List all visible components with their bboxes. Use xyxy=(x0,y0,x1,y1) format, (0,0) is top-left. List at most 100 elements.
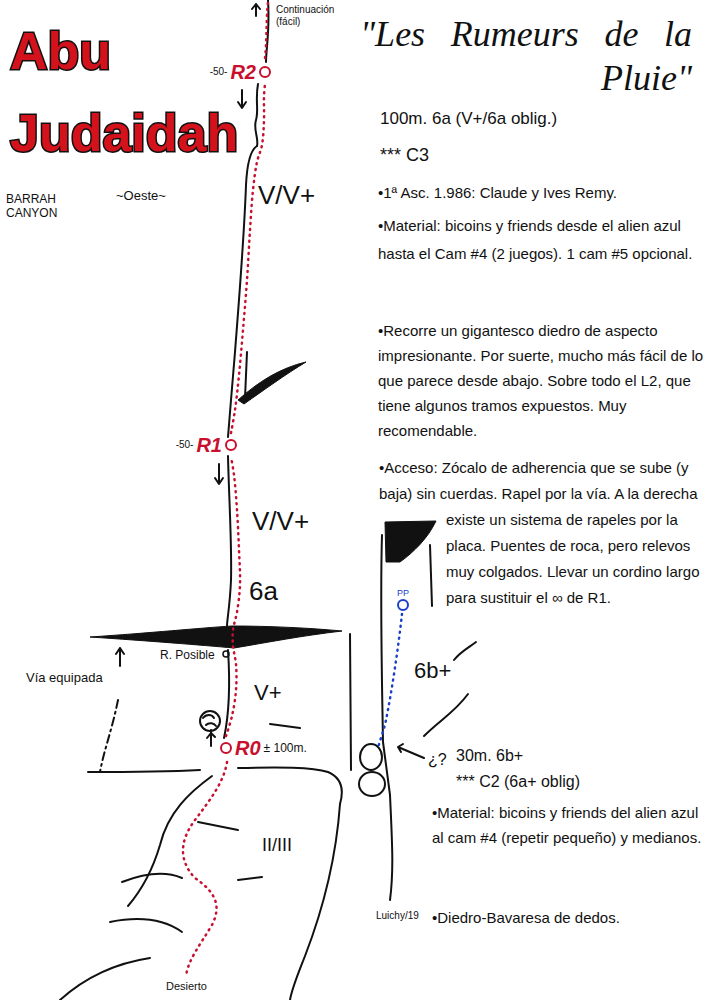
equipped-route-line xyxy=(100,700,118,772)
wall-line xyxy=(266,0,269,62)
belay-station: R0± 100m. xyxy=(220,736,307,760)
label-box: •Acceso: Zócalo de adherencia que se sub… xyxy=(378,455,710,727)
pitch-grade: V/V+ xyxy=(258,180,315,210)
belay-name: R0 xyxy=(235,736,261,760)
sector-title: Abu Judaidah xyxy=(10,10,260,174)
route-rating: *** C2 (6a+ oblig) xyxy=(456,772,580,792)
approach-grade: II/III xyxy=(262,834,292,856)
crack-line xyxy=(245,352,247,398)
tree-canopy xyxy=(200,711,220,731)
route-continuation xyxy=(265,2,268,58)
label-box: Luichy/19 xyxy=(376,910,419,922)
belay-name: R2 xyxy=(230,60,256,84)
pitch-grade: 6a xyxy=(249,576,278,606)
boulder xyxy=(360,744,382,770)
roof-flake xyxy=(238,362,306,404)
wall-line xyxy=(350,634,351,770)
pitch-grade: V+ xyxy=(254,680,282,706)
wall-line xyxy=(227,456,231,626)
signature: Luichy/19 xyxy=(376,910,419,922)
belay-name: PP xyxy=(397,588,409,598)
possible-belay xyxy=(223,651,229,657)
pointer-arrow xyxy=(398,744,424,758)
note: •Acceso: Zócalo de adherencia que se sub… xyxy=(378,455,710,611)
label-box: ~Oeste~ xyxy=(116,188,166,203)
note: •Recorre un gigantesco diedro de aspecto… xyxy=(378,318,708,443)
up-arrow xyxy=(116,648,124,666)
label-box: R. Posible xyxy=(160,648,215,662)
tree-trunk xyxy=(207,730,215,746)
note: •1ª Asc. 1.986: Claude y Ives Remy. xyxy=(378,180,708,206)
label-box: BARRAH CANYON xyxy=(6,192,90,220)
route-line xyxy=(226,457,240,736)
label-box: Vía equipada xyxy=(26,670,103,685)
down-arrow xyxy=(215,464,223,484)
belay-ring xyxy=(225,439,237,451)
right-route-line xyxy=(378,614,402,748)
route-wall-line xyxy=(381,535,392,900)
note: •Material: bicoins y friends desde el al… xyxy=(378,212,708,268)
tree-canopy xyxy=(203,715,216,726)
wrap-spacer xyxy=(378,507,446,727)
label-box: •1ª Asc. 1.986: Claude y Ives Remy. xyxy=(378,180,708,206)
wall-line xyxy=(255,84,258,146)
belay-station: -50-R2 xyxy=(210,60,271,84)
label-box: *** C2 (6a+ oblig) xyxy=(456,772,580,792)
pitch-grade: V/V+ xyxy=(252,506,309,536)
continuation-note: Continuación (fácil) xyxy=(276,4,358,28)
belay-name: R1 xyxy=(196,433,222,457)
label-box: •Material: bicoins y friends desde el al… xyxy=(378,212,708,268)
label-box: V+ xyxy=(254,680,282,706)
rock-mark xyxy=(270,724,300,728)
slab-line xyxy=(128,776,212,906)
label-box: •Recorre un gigantesco diedro de aspecto… xyxy=(378,318,708,443)
note: •Diedro-Bavaresa de dedos. xyxy=(432,905,707,931)
label-box: •Diedro-Bavaresa de dedos. xyxy=(432,905,707,931)
route-grade: 100m. 6a (V+/6a oblig.) xyxy=(380,108,557,129)
slab-line xyxy=(122,874,182,882)
route-name: "Les Rumeurs de la Pluie" xyxy=(360,12,692,100)
slab-line xyxy=(238,877,262,880)
boulder xyxy=(359,772,385,796)
label-box: ¿? xyxy=(428,750,447,770)
up-arrow xyxy=(252,4,260,16)
down-arrow xyxy=(238,90,246,108)
canyon-name: BARRAH CANYON xyxy=(6,192,90,220)
route-rating: *** C3 xyxy=(380,144,429,166)
label-box: 100m. 6a (V+/6a oblig.) xyxy=(380,108,557,129)
slab-line xyxy=(110,919,182,932)
label-box: II/III xyxy=(262,834,292,856)
label-box: 6b+ xyxy=(414,658,451,684)
slab-line xyxy=(60,958,150,1000)
label-box: 6a xyxy=(249,576,278,606)
wrap-spacer xyxy=(378,455,379,507)
ground-label: Desierto xyxy=(166,980,207,993)
note: •Material: bicoins y friends del alien a… xyxy=(432,800,707,850)
belay-station: PP xyxy=(397,588,409,611)
height-note: ± 100m. xyxy=(264,741,307,755)
route-name: ¿? xyxy=(428,750,447,770)
label-box: Continuación (fácil) xyxy=(276,4,358,28)
belay-ring xyxy=(220,742,232,754)
ledge-line xyxy=(238,767,342,804)
crack-line xyxy=(430,545,432,606)
label-box: "Les Rumeurs de la Pluie" xyxy=(360,12,692,100)
route-grade: 30m. 6b+ xyxy=(456,746,523,766)
belay-note: R. Posible xyxy=(160,648,215,662)
belay-ring xyxy=(397,599,409,611)
label-box: 30m. 6b+ xyxy=(456,746,523,766)
crack-line xyxy=(424,694,468,736)
big-roof xyxy=(90,626,342,648)
label-box: •Material: bicoins y friends del alien a… xyxy=(432,800,707,850)
label-box: *** C3 xyxy=(380,144,429,166)
rope-length: -50- xyxy=(210,66,228,78)
roof-wedge xyxy=(385,521,436,562)
crack-line xyxy=(454,642,476,660)
ledge-line xyxy=(88,770,200,772)
pitch-grade: 6b+ xyxy=(414,658,451,684)
route-pointer: Vía equipada xyxy=(26,670,103,685)
approach-path xyxy=(183,762,227,976)
slab-line xyxy=(290,804,340,1000)
slab-line xyxy=(198,822,238,830)
